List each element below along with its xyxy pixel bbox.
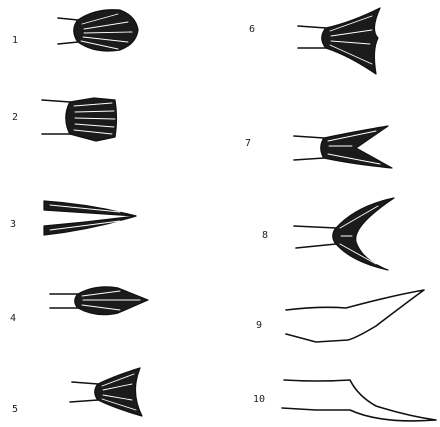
forked-tail-icon bbox=[298, 8, 380, 74]
lunate-tail-icon bbox=[294, 198, 394, 270]
emarginate-tail-icon bbox=[70, 368, 142, 416]
rounded-tail-icon bbox=[58, 10, 138, 51]
truncate-tail-icon bbox=[42, 98, 117, 141]
heterocercal-outline-icon-2 bbox=[282, 380, 436, 421]
deeply-forked-tail-icon bbox=[294, 126, 392, 168]
heterocercal-outline-icon-1 bbox=[286, 290, 424, 342]
lanceolate-tail-icon bbox=[50, 287, 148, 315]
pointed-split-tail-icon bbox=[44, 201, 136, 235]
